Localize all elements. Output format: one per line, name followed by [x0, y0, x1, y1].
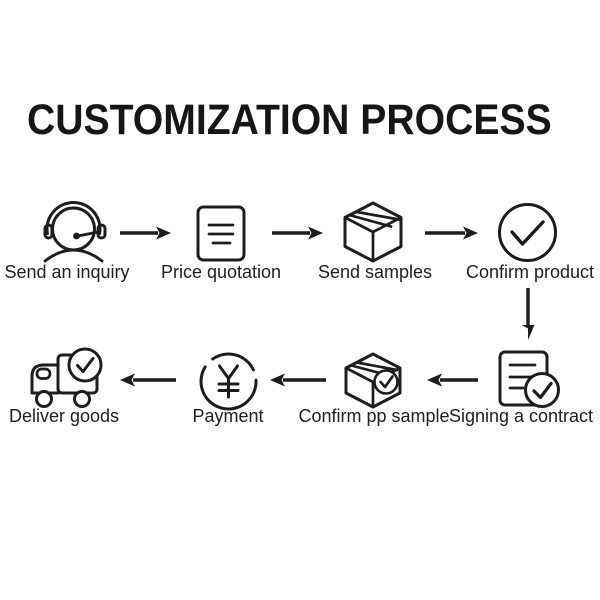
arrow-right-icon: [120, 226, 171, 240]
step-label-price-quotation: Price quotation: [160, 262, 282, 282]
step-label-confirm-pp-sample: Confirm pp sample: [298, 406, 450, 426]
arrow-left-icon: [270, 373, 326, 387]
quotation-document-icon: [196, 205, 246, 262]
step-label-deliver-goods: Deliver goods: [8, 406, 120, 426]
delivery-truck-check-icon: [30, 347, 103, 408]
package-box-icon: [343, 201, 403, 263]
arrow-left-icon: [427, 373, 478, 387]
step-label-send-an-inquiry: Send an inquiry: [4, 262, 130, 282]
yen-coin-icon: [199, 352, 258, 411]
step-label-send-samples: Send samples: [317, 262, 433, 282]
arrow-left-icon: [120, 373, 176, 387]
contract-check-icon: [498, 350, 560, 408]
arrow-right-icon: [272, 226, 323, 240]
support-agent-headset-icon: [43, 201, 107, 263]
step-label-signing-a-contract: Signing a contract: [448, 406, 594, 426]
page-title: CUSTOMIZATION PROCESS: [27, 96, 552, 144]
step-label-confirm-product: Confirm product: [465, 262, 595, 282]
step-label-payment: Payment: [192, 406, 264, 426]
check-circle-icon: [498, 203, 557, 262]
arrow-right-icon: [425, 226, 478, 240]
arrow-down-icon: [521, 288, 535, 340]
package-check-icon: [344, 352, 402, 409]
